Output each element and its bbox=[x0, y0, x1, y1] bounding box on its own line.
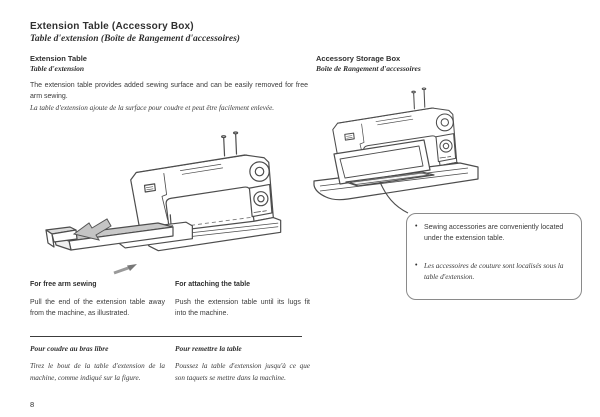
right-heading-fr: Boîte de Rangement d'accessoires bbox=[316, 64, 421, 73]
right-section-headings: Accessory Storage Box Boîte de Rangement… bbox=[316, 54, 421, 73]
left-heading-fr: Table d'extension bbox=[30, 64, 85, 73]
page-number: 8 bbox=[30, 400, 35, 409]
section-free-arm-sewing: For free arm sewing Pull the end of the … bbox=[30, 281, 165, 320]
callout-text-en: Sewing accessories are conveniently loca… bbox=[424, 224, 564, 243]
instructions-fr: Pour coudre au bras libre Tirez le bout … bbox=[30, 344, 310, 384]
section-body: Poussez la table d'extension jusqu'à ce … bbox=[175, 362, 310, 382]
page-title-block: Extension Table (Accessory Box) Table d'… bbox=[30, 21, 350, 44]
page-title-french: Table d'extension (Boîte de Rangement d'… bbox=[30, 34, 240, 44]
push-direction-arrow bbox=[113, 264, 137, 275]
bullet-icon: • bbox=[415, 223, 418, 230]
bullet-icon: • bbox=[415, 261, 418, 269]
section-remettre-table: Pour remettre la table Poussez la table … bbox=[175, 344, 310, 384]
page-title: Extension Table (Accessory Box) bbox=[30, 21, 194, 32]
pull-direction-arrow bbox=[72, 218, 112, 241]
callout-bullet-en: • Sewing accessories are conveniently lo… bbox=[415, 222, 572, 245]
left-section-headings: Extension Table Table d'extension bbox=[30, 54, 87, 73]
figure-accessory-storage bbox=[308, 82, 592, 234]
section-heading: Pour remettre la table bbox=[175, 344, 242, 353]
left-heading-en: Extension Table bbox=[30, 54, 87, 63]
left-body-en: The extension table provides added sewin… bbox=[30, 82, 308, 101]
sewing-machine-right-illustration bbox=[313, 87, 479, 214]
callout-bubble: • Sewing accessories are conveniently lo… bbox=[406, 213, 582, 300]
section-heading: For free arm sewing bbox=[30, 281, 97, 288]
section-divider bbox=[30, 336, 302, 337]
section-heading: Pour coudre au bras libre bbox=[30, 344, 109, 353]
instructions-en: For free arm sewing Pull the end of the … bbox=[30, 281, 310, 320]
section-heading: For attaching the table bbox=[175, 281, 251, 288]
right-heading-en: Accessory Storage Box bbox=[316, 54, 401, 63]
left-body-fr: La table d'extension ajoute de la surfac… bbox=[30, 104, 275, 112]
section-body: Push the extension table until its lugs … bbox=[175, 299, 310, 318]
section-body: Tirez le bout de la table d'extension de… bbox=[30, 362, 165, 382]
sewing-machine-left-illustration bbox=[45, 131, 282, 275]
callout-bullet-fr: • Les accessoires de couture sont locali… bbox=[415, 261, 572, 284]
section-attaching-table: For attaching the table Push the extensi… bbox=[175, 281, 310, 320]
figure-extension-table-removed bbox=[36, 124, 294, 282]
callout-text-fr: Les accessoires de couture sont localisé… bbox=[424, 261, 564, 282]
callout-leader-line bbox=[379, 181, 409, 214]
section-coudre-bras-libre: Pour coudre au bras libre Tirez le bout … bbox=[30, 344, 165, 384]
section-body: Pull the end of the extension table away… bbox=[30, 299, 165, 318]
